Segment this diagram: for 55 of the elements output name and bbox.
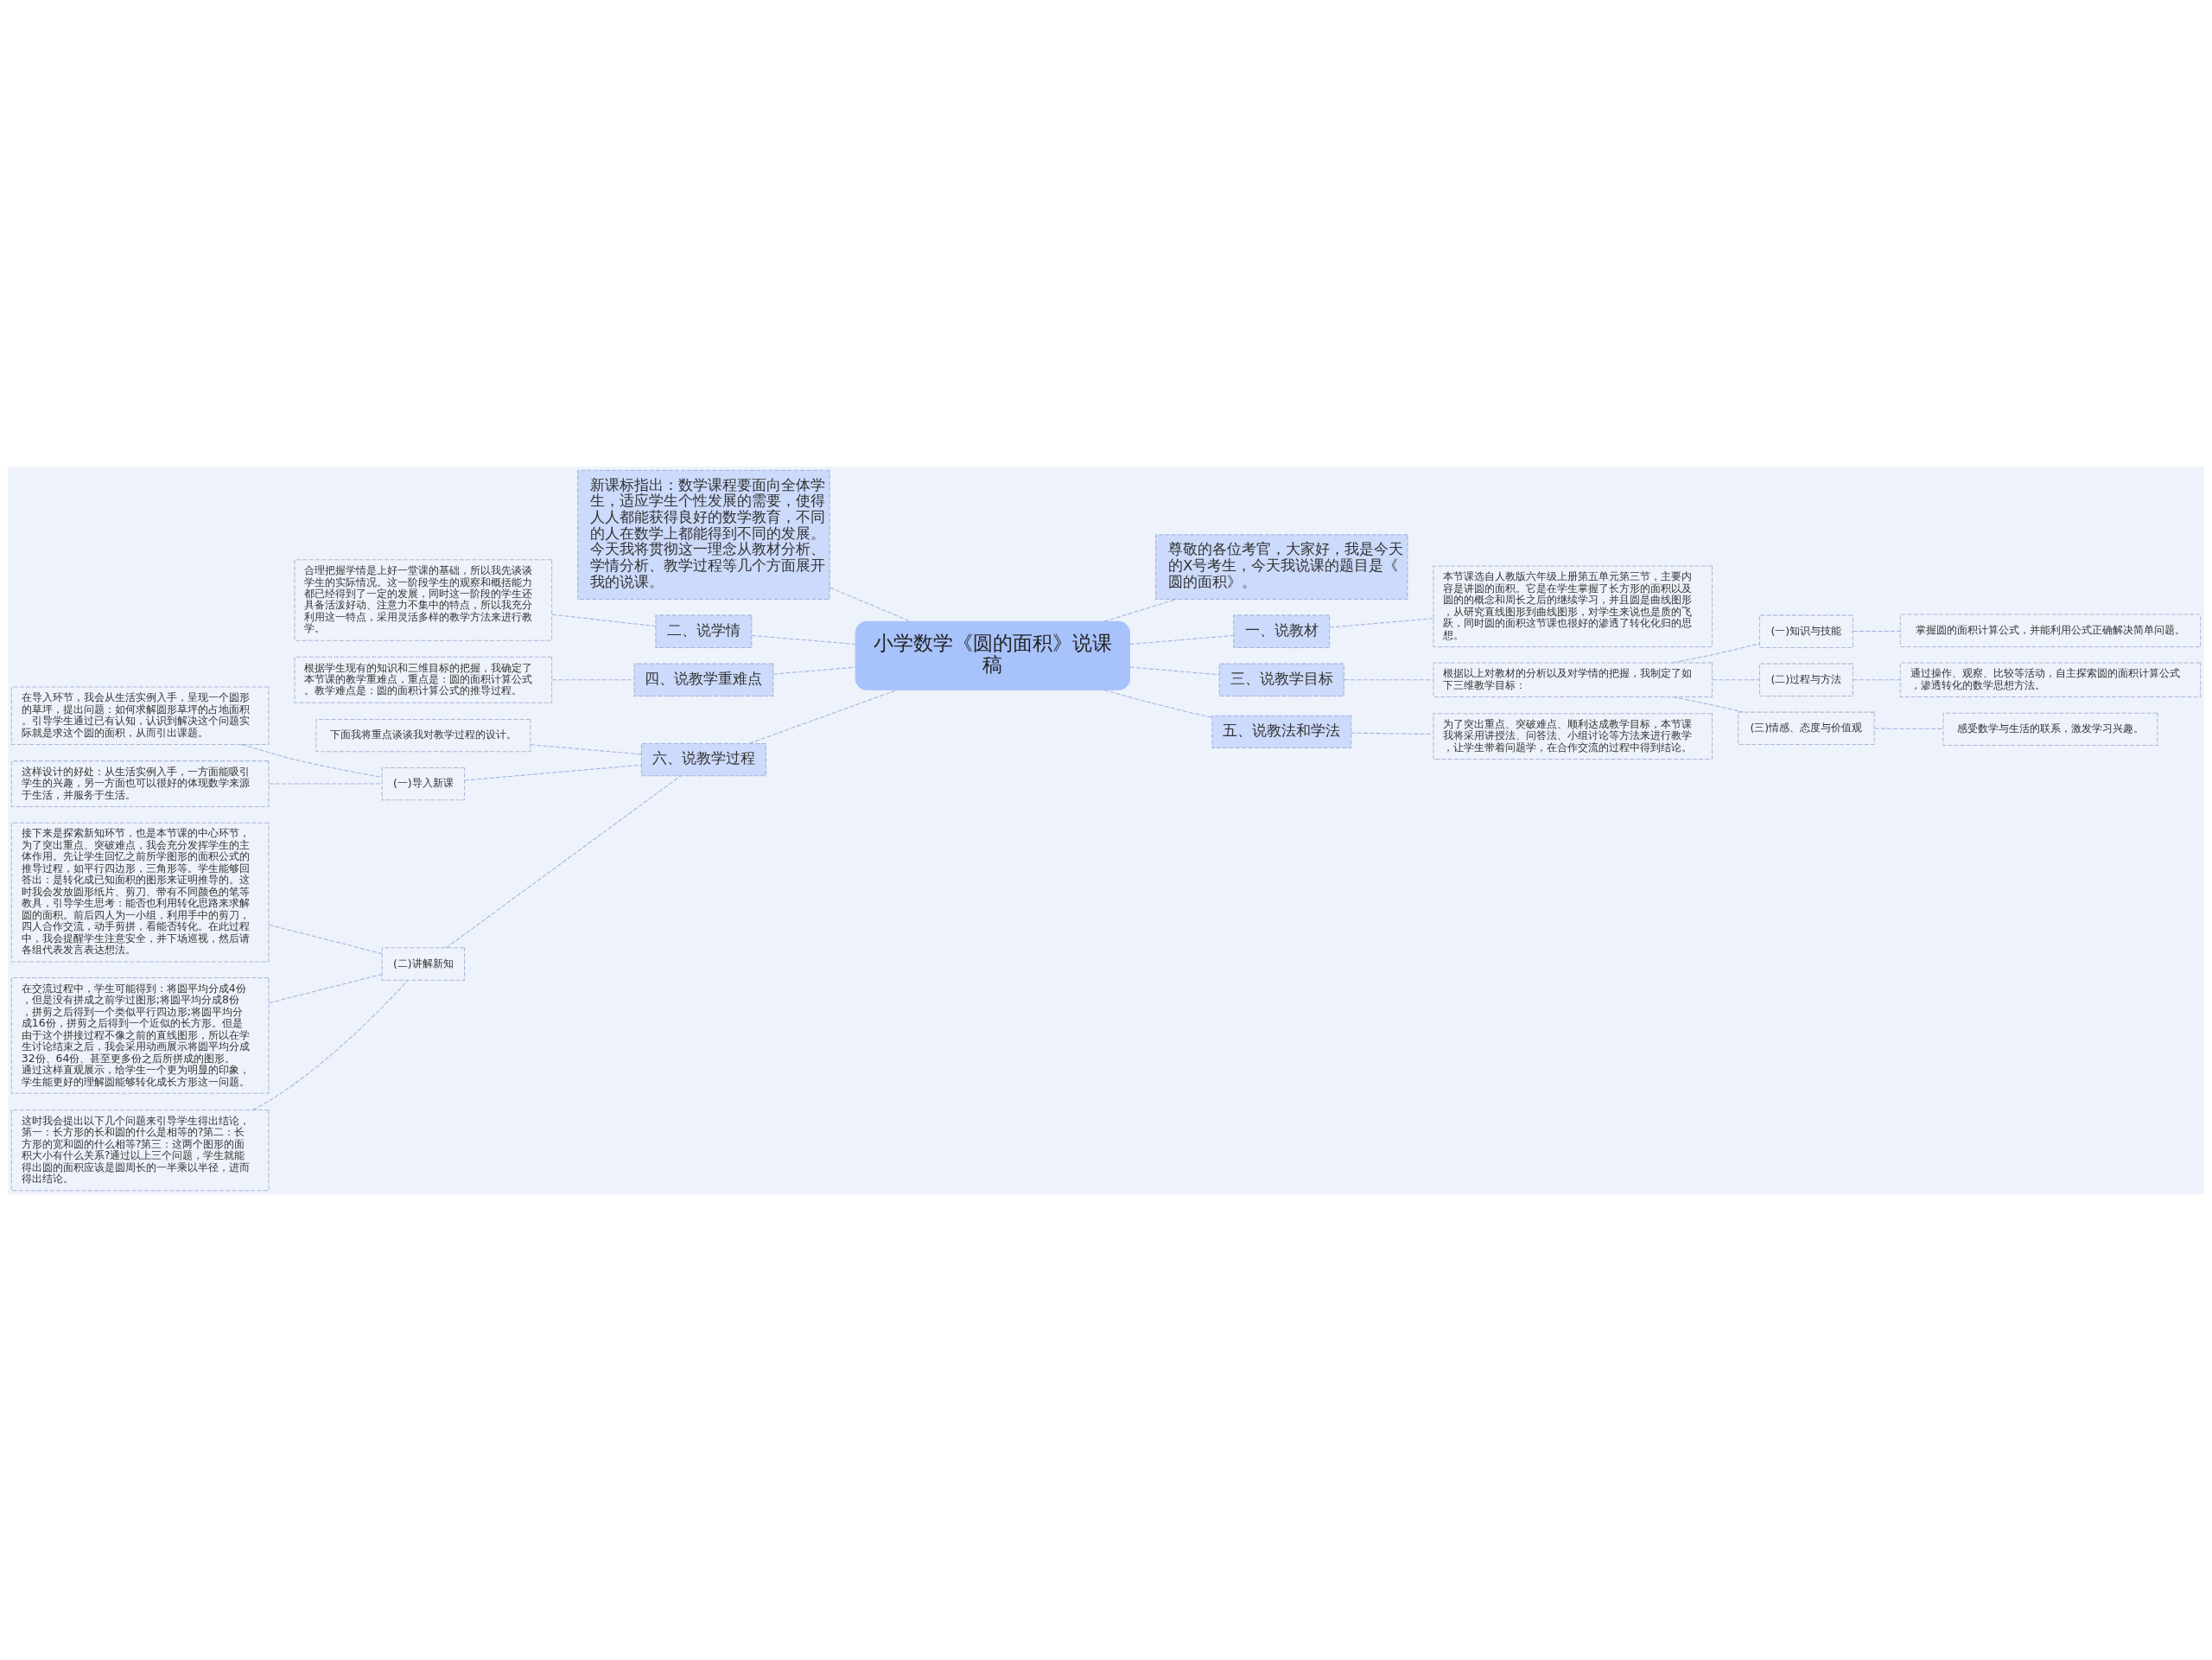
connector <box>268 783 383 785</box>
connector <box>1103 689 1213 718</box>
connector <box>445 774 682 948</box>
node-box: 在导入环节，我会从生活实例入手，呈现一个圆形的草坪，提出问题：如何求解圆形草坪的占地面积。引导学生通过已有认知，认识到解决这个问题实际就是求这个圆的面积，从而引出课题。 <box>10 686 270 745</box>
connector <box>1853 630 1901 632</box>
node-box: 本节课选自人教版六年级上册第五单元第三节，主要内容是讲圆的面积。它是在学生掌握了长方形的面积以及圆的的概念和周长之后的继续学习，并且圆是曲线图形，从研究直线图形到曲线图形，对学生来说也是质的飞跃，同时圆的面积这节课也很好的渗透了转化化归的思想。 <box>1433 565 1713 647</box>
connector <box>1344 678 1434 680</box>
connector <box>268 924 383 954</box>
connector <box>1874 728 1944 729</box>
node-box: 合理把握学情是上好一堂课的基础，所以我先谈谈学生的实际情况。这一阶段学生的观察和概括能力都已经得到了一定的发展，同时这一阶段的学生还具备活泼好动、注意力不集中的特点，所以我充分利用这一特点，采用灵活多样的教学方法来进行教学。 <box>294 558 553 641</box>
connector <box>1853 678 1901 680</box>
connector <box>1351 732 1434 735</box>
node-box: (一)知识与技能 <box>1758 614 1853 648</box>
node-box: (三)情感、态度与价值观 <box>1738 711 1875 745</box>
connector <box>551 678 635 680</box>
connector <box>1129 666 1220 675</box>
node-box: 尊敬的各位考官，大家好，我是今天的X号考生，今天我说课的题目是《圆的面积》。 <box>1155 533 1408 600</box>
node-box: (二)讲解新知 <box>381 946 466 981</box>
node-box: 五、说教法和学法 <box>1211 715 1352 748</box>
connector <box>551 614 657 626</box>
connector <box>829 586 912 622</box>
node-box: 感受数学与生活的联系，激发学习兴趣。 <box>1942 712 2158 746</box>
node-box: 四、说教学重难点 <box>633 663 774 696</box>
node-box: (二)过程与方法 <box>1758 663 1853 696</box>
connector <box>1103 598 1177 622</box>
node-box: 下面我将重点谈谈我对教学过程的设计。 <box>315 718 531 752</box>
connector <box>748 689 899 744</box>
connector <box>240 743 383 778</box>
connector <box>1672 642 1760 664</box>
connector <box>1672 696 1744 713</box>
connector <box>772 666 856 675</box>
connector <box>1329 617 1434 628</box>
node-box: 掌握圆的面积计算公式，并能利用公式正确解决简单问题。 <box>1899 614 2202 647</box>
node-box: 这时我会提出以下几个问题来引导学生得出结论，第一：长方形的长和圆的什么是相等的?第二：长方形的宽和圆的什么相等?第三：这两个图形的面积大小有什么关系?通过以上三个问题，学生就能得出圆的面积应该是圆周长的一半乘以半径，进而得出结论。 <box>10 1109 270 1191</box>
node-box: 六、说教学过程 <box>640 742 766 776</box>
node-box: 小学数学《圆的面积》说课稿 <box>855 620 1130 690</box>
connector <box>751 634 856 645</box>
connector <box>1712 678 1760 680</box>
node-box: 根据以上对教材的分析以及对学情的把握，我制定了如下三维教学目标： <box>1433 662 1713 697</box>
node-box: 根据学生现有的知识和三维目标的把握，我确定了本节课的教学重难点，重点是：圆的面积计算公式。教学难点是：圆的面积计算公式的推导过程。 <box>294 656 553 703</box>
node-box: (一)导入新课 <box>381 766 466 800</box>
connector <box>530 743 642 754</box>
connector <box>464 764 642 780</box>
node-box: 二、说学情 <box>655 614 753 648</box>
node-box: 接下来是探索新知环节，也是本节课的中心环节，为了突出重点、突破难点，我会充分发挥学生的主体作用。先让学生回忆之前所学图形的面积公式的推导过程，如平行四边形，三角形等。学生能够回答出：是转化成已知面积的图形来证明推导的。这时我会发放圆形纸片、剪刀、带有不同颜色的笔等教具，引导学生思考：能否也利用转化思路来求解圆的面积。前后四人为一小组，利用手中的剪刀，四人合作交流，动手剪拼，看能否转化。在此过程中，我会提醒学生注意安全，并下场巡视，然后请各组代表发言表达想法。 <box>10 822 270 962</box>
node-box: 为了突出重点、突破难点、顺利达成教学目标，本节课我将采用讲授法、问答法、小组讨论等方法来进行教学，让学生带着问题学，在合作交流的过程中得到结论。 <box>1433 712 1713 760</box>
node-box: 三、说教学目标 <box>1218 663 1344 696</box>
connector <box>1129 634 1235 645</box>
connector <box>268 973 383 1003</box>
node-box: 新课标指出：数学课程要面向全体学生，适应学生个性发展的需要，使得人人都能获得良好的数学教育，不同的人在数学上都能得到不同的发展。今天我将贯彻这一理念从教材分析、学情分析、教学过程等几个方面展开我的说课。 <box>577 469 830 600</box>
node-box: 一、说教材 <box>1233 614 1331 648</box>
node-box: 在交流过程中，学生可能得到：将圆平均分成4份，但是没有拼成之前学过图形;将圆平均分成8份，拼剪之后得到一个类似平行四边形;将圆平均分成16份，拼剪之后得到一个近似的长方形。但是由于这个拼接过程不像之前的直线图形，所以在学生讨论结束之后，我会采用动画展示将圆平均分成32份、64份、甚至更多份之后所拼成的图形。通过这样直观展示，给学生一个更为明显的印象，学生能更好的理解圆能够转化成长方形这一问题。 <box>10 976 270 1094</box>
node-box: 通过操作、观察、比较等活动，自主探索圆的面积计算公式，渗透转化的数学思想方法。 <box>1899 662 2202 697</box>
node-box: 这样设计的好处：从生活实例入手，一方面能吸引学生的兴趣，另一方面也可以很好的体现数学来源于生活，并服务于生活。 <box>10 760 270 807</box>
connector <box>252 979 409 1110</box>
